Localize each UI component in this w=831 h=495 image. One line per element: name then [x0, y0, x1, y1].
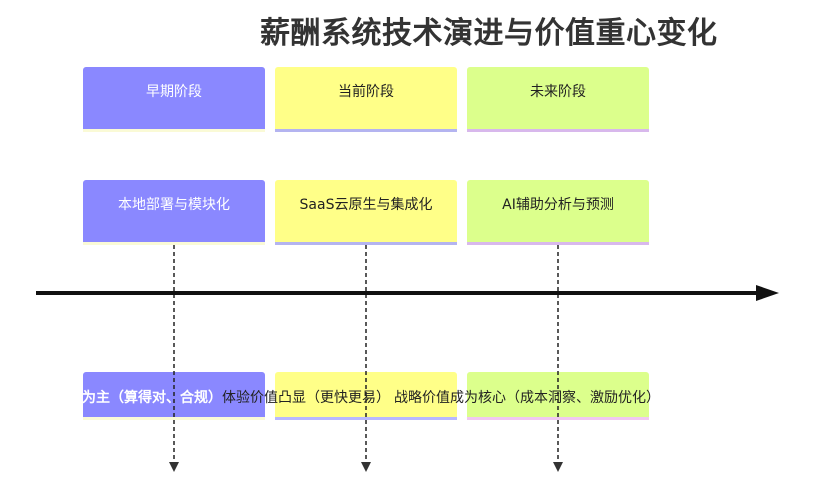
timeline-arrow-icon — [756, 285, 779, 301]
value-label-early: 核心价值为主（算得对、合规） — [26, 390, 222, 406]
diagram-title: 薪酬系统技术演进与价值重心变化 — [260, 16, 718, 51]
arrow-down-icon — [553, 462, 563, 472]
arrow-down-icon — [169, 462, 179, 472]
stage-label-current: 当前阶段 — [338, 84, 394, 100]
tech-label-early: 本地部署与模块化 — [118, 197, 230, 213]
stage-label-early: 早期阶段 — [146, 84, 202, 100]
stage-card-early: 早期阶段 — [83, 67, 265, 132]
tech-label-future: AI辅助分析与预测 — [502, 197, 614, 213]
stage-card-current: 当前阶段 — [275, 67, 457, 132]
value-label-current: 体验价值凸显（更快更易） — [222, 390, 390, 406]
tech-card-current: SaaS云原生与集成化 — [275, 180, 457, 245]
tech-card-future: AI辅助分析与预测 — [467, 180, 649, 245]
stage-label-future: 未来阶段 — [530, 84, 586, 100]
tech-label-current: SaaS云原生与集成化 — [299, 197, 433, 213]
tech-card-early: 本地部署与模块化 — [83, 180, 265, 245]
stage-card-future: 未来阶段 — [467, 67, 649, 132]
value-label-future: 战略价值成为核心（成本洞察、激励优化） — [394, 390, 660, 406]
arrow-down-icon — [361, 462, 371, 472]
